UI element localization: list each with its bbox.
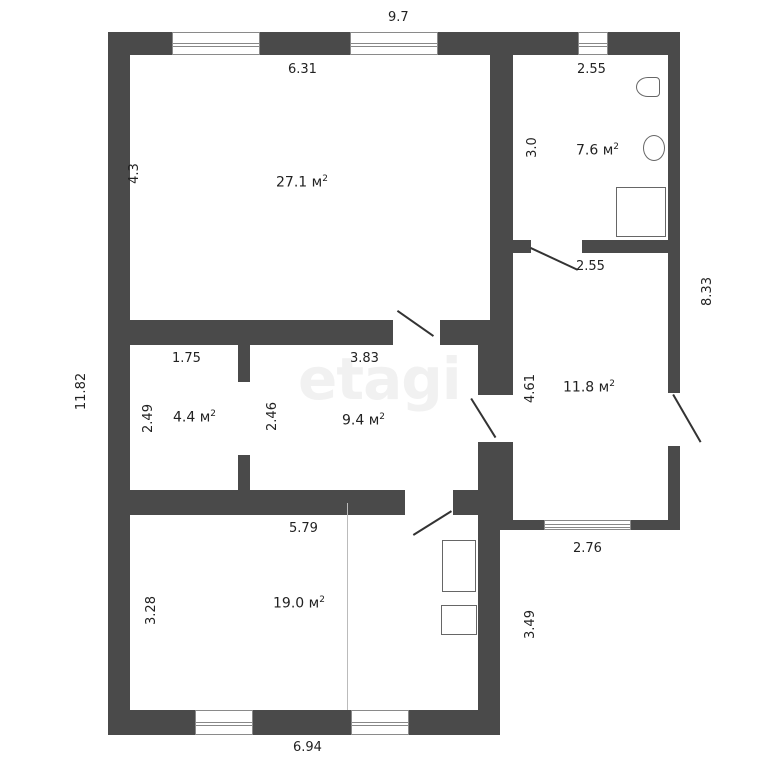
- wall-kitchen-right-outer: [478, 490, 500, 735]
- window-bottom-right: [544, 520, 631, 530]
- wall-top-outer: [108, 32, 512, 55]
- wall-bath-bottom-left: [513, 240, 531, 253]
- wall-bath-bottom-right: [582, 240, 680, 253]
- wall-storage-hall-upper: [238, 345, 250, 382]
- storage-area: 4.4 м2: [173, 409, 217, 426]
- sink-icon: [643, 135, 665, 161]
- shower-icon: [616, 187, 666, 237]
- door-bedroom-right[interactable]: [470, 398, 497, 438]
- wall-hall-right-lower: [478, 442, 513, 530]
- wall-right-door-upper: [668, 253, 680, 393]
- dim-left-height: 11.82: [74, 372, 90, 411]
- wall-storage-hall-lower: [238, 455, 250, 490]
- bedroom-right-area: 11.8 м2: [563, 379, 615, 396]
- wall-bottom-outer: [108, 710, 500, 735]
- living-room-width: 6.31: [288, 62, 317, 77]
- wall-under-living-left: [108, 320, 393, 345]
- wall-left-outer: [108, 32, 130, 735]
- door-kitchen[interactable]: [413, 510, 452, 536]
- door-bathroom[interactable]: [530, 247, 579, 271]
- toilet-icon: [636, 77, 660, 97]
- window-bath: [578, 32, 608, 55]
- dim-right-height: 8.33: [699, 277, 715, 306]
- kitchen-living-height: 3.28: [143, 596, 159, 625]
- door-opening-right: [668, 393, 680, 446]
- wall-under-hall-right: [453, 490, 500, 515]
- living-room-height: 4.3: [126, 163, 142, 184]
- bathroom-width: 2.55: [577, 62, 606, 77]
- hallway-width: 3.83: [350, 351, 379, 366]
- kitchen-sink-icon: [442, 540, 476, 592]
- wall-under-hall-left: [108, 490, 405, 515]
- bathroom-area: 7.6 м2: [576, 142, 620, 159]
- storage-width: 1.75: [172, 351, 201, 366]
- window-top-1: [172, 32, 260, 55]
- hallway-height: 2.46: [264, 402, 280, 431]
- hallway-area: 9.4 м2: [342, 412, 386, 429]
- door-living-room[interactable]: [397, 310, 435, 337]
- dim-top-width: 9.7: [388, 10, 409, 25]
- bedroom-right-width: 2.55: [576, 259, 605, 274]
- window-bottom-1: [195, 710, 253, 735]
- living-room-area: 27.1 м2: [276, 174, 328, 191]
- wall-hall-right-upper: [478, 330, 513, 395]
- kitchen-living-width: 5.79: [289, 521, 318, 536]
- stove-icon: [441, 605, 477, 635]
- kitchen-divider-line: [347, 503, 348, 710]
- dim-kitchen-right: 3.49: [522, 610, 538, 639]
- wall-between-living-and-bath: [490, 32, 513, 330]
- kitchen-living-area: 19.0 м2: [273, 595, 325, 612]
- dim-bottom-right-width: 2.76: [573, 541, 602, 556]
- window-top-2: [350, 32, 438, 55]
- storage-height: 2.49: [140, 404, 156, 433]
- watermark-logo: etagi: [298, 345, 462, 413]
- bathroom-height: 3.0: [524, 137, 540, 158]
- bedroom-right-height: 4.61: [522, 374, 538, 403]
- window-bottom-2: [351, 710, 409, 735]
- dim-bottom-width: 6.94: [293, 740, 322, 755]
